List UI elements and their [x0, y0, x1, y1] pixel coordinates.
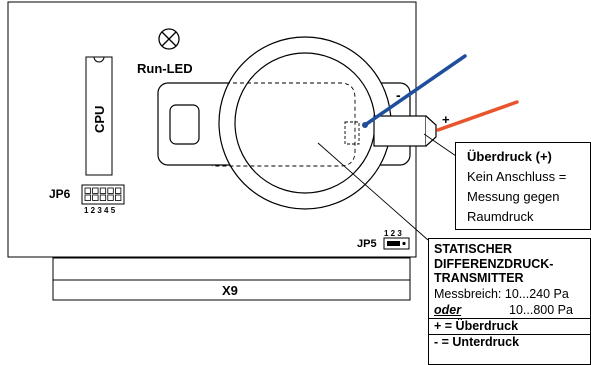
tube-minus [363, 54, 467, 127]
jp5-label: JP5 [357, 238, 377, 250]
jp6-pin-numbers: 1 2 3 4 5 [84, 206, 116, 215]
jp6-pin [92, 187, 99, 194]
legend-overpressure: + = Überdruck [429, 317, 590, 334]
jp6-label: JP6 [49, 187, 71, 201]
leader-pressure [423, 133, 457, 157]
measuring-range-row: Messbreich: 10...240 Pa [434, 286, 590, 302]
cpu-label: CPU [92, 106, 107, 133]
jp6-pin [84, 187, 91, 194]
jp6-pin [107, 194, 114, 201]
transmitter-info-box: STATISCHER DIFFERENZDRUCK- TRANSMITTER M… [428, 238, 591, 365]
jp6-pin [107, 187, 114, 194]
overpressure-line: Messung gegen [467, 189, 560, 204]
transmitter-title: DIFFERENZDRUCK- [434, 256, 554, 271]
overpressure-callout: Überdruck (+) Kein Anschluss = Messung g… [455, 142, 591, 230]
jp6-pin [115, 194, 122, 201]
run-led-label: Run-LED [137, 61, 193, 76]
minus-sign: - [396, 87, 401, 103]
pressure-port [373, 115, 437, 147]
jp6-pin [115, 187, 122, 194]
jp5-header [383, 237, 410, 250]
x9-label: X9 [222, 283, 238, 298]
range-value-1: 10...240 Pa [504, 286, 569, 301]
measuring-range-row-2: oder 10...800 Pa [434, 302, 590, 318]
range-label: Messbreich: [434, 286, 502, 301]
run-led-icon [158, 28, 180, 50]
jp6-pin [92, 194, 99, 201]
transmitter-housing [157, 36, 411, 210]
jp6-pin [99, 187, 107, 194]
jp5-pin-numbers: 1 2 3 [384, 229, 402, 238]
leader-transmitter [317, 142, 429, 241]
legend-underpressure: - = Unterdruck [429, 333, 590, 350]
overpressure-title: Überdruck (+) [467, 149, 552, 164]
cpu-chip [85, 56, 113, 176]
plus-sign: + [442, 112, 450, 127]
jp6-header [81, 184, 125, 205]
jp6-pin [84, 194, 91, 201]
overpressure-line: Raumdruck [467, 209, 534, 224]
x9-connector [52, 257, 411, 301]
tube-minus-port [362, 122, 368, 128]
jp6-pin [99, 194, 107, 201]
tube-plus [436, 100, 519, 132]
oder-label: oder [434, 302, 462, 317]
transmitter-title: STATISCHER [434, 242, 513, 256]
transmitter-title: TRANSMITTER [434, 271, 524, 285]
overpressure-line: Kein Anschluss = [467, 169, 567, 184]
range-value-2: 10...800 Pa [509, 302, 573, 317]
